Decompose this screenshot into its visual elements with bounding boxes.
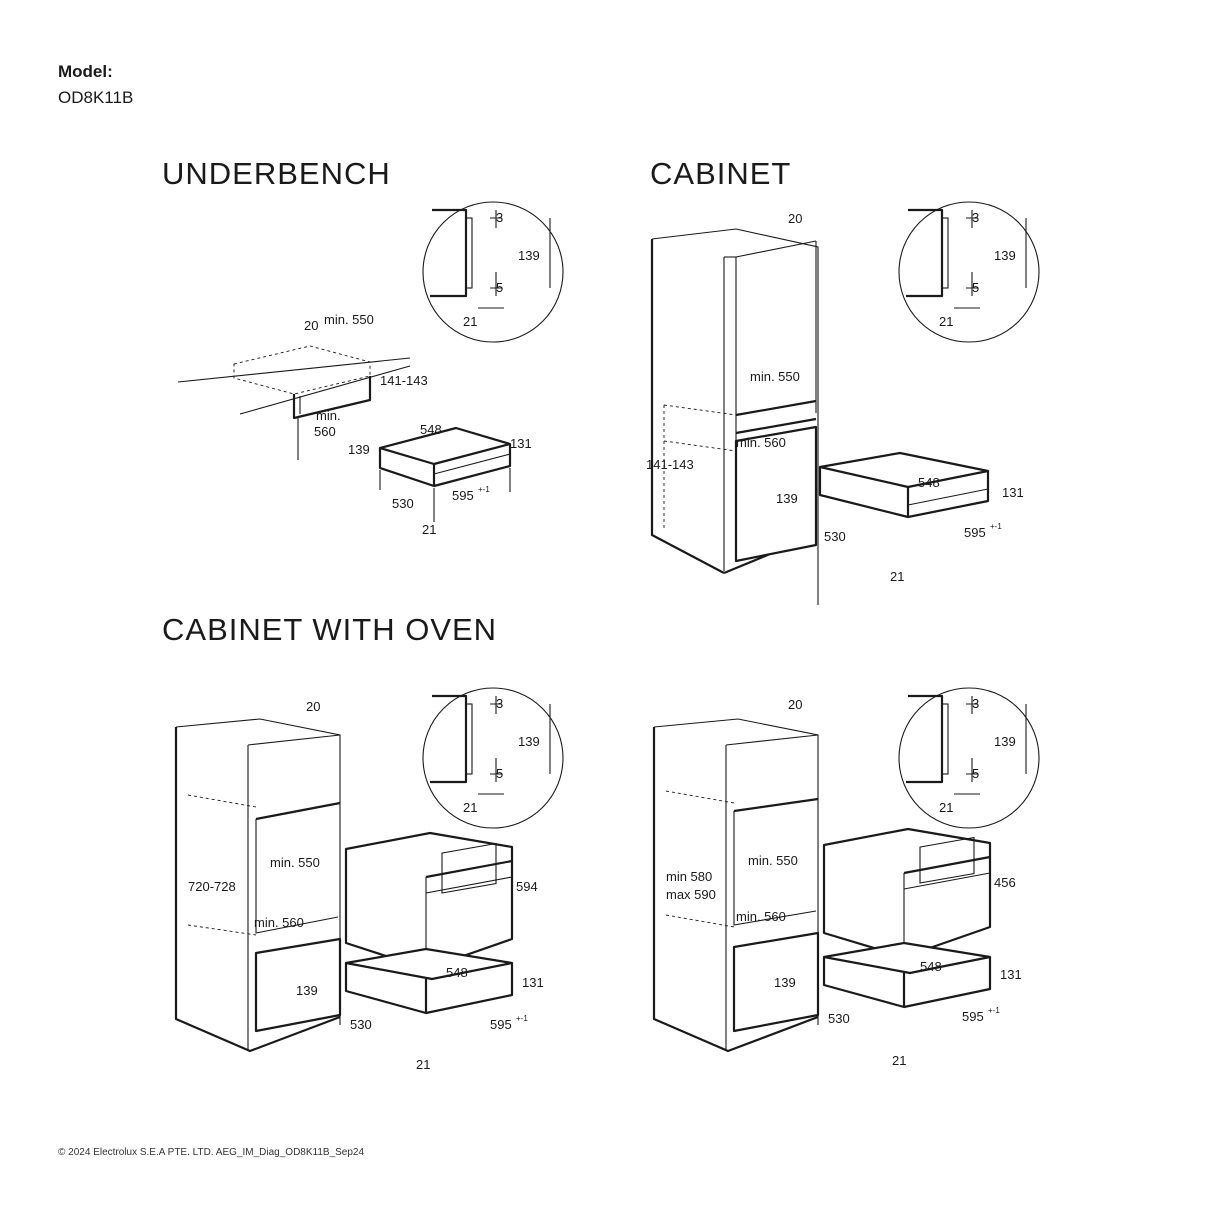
detail-dim-139: 139 — [518, 734, 540, 749]
detail-dim-21: 21 — [939, 800, 953, 815]
detail-dim-5: 5 — [496, 280, 503, 295]
dim-height-720-728: 720-728 — [188, 879, 236, 894]
detail-dim-139: 139 — [994, 248, 1016, 263]
dim-width-548: 548 — [920, 959, 942, 974]
dim-height-141-143: 141-143 — [380, 373, 428, 388]
dim-depth-20: 20 — [304, 318, 318, 333]
dim-width-548: 548 — [918, 475, 940, 490]
cabinet-with-oven-diagram-a: 20 720-728 min. 550 min. 560 594 548 131… — [174, 699, 544, 1072]
dim-height-141-143: 141-143 — [646, 457, 694, 472]
detail-dim-5: 5 — [972, 280, 979, 295]
dim-min-560: min. 560 — [254, 915, 304, 930]
dim-depth-21: 21 — [890, 569, 904, 584]
dim-depth-21: 21 — [422, 522, 436, 537]
dim-depth-530: 530 — [828, 1011, 850, 1026]
detail-dim-139: 139 — [994, 734, 1016, 749]
dim-width-595: 595 — [964, 525, 986, 540]
trim-detail-circle-1: 3 139 5 21 — [422, 201, 564, 343]
detail-dim-5: 5 — [496, 766, 503, 781]
dim-min-560: min. 560 — [736, 909, 786, 924]
dim-depth-530: 530 — [392, 496, 414, 511]
detail-dim-3: 3 — [972, 696, 979, 711]
detail-dim-3: 3 — [496, 210, 503, 225]
dim-height-131: 131 — [1002, 485, 1024, 500]
dim-tolerance: +-1 — [516, 1014, 528, 1023]
dim-depth-530: 530 — [824, 529, 846, 544]
detail-dim-3: 3 — [496, 696, 503, 711]
heading-cabinet-with-oven: CABINET WITH OVEN — [162, 612, 498, 647]
dim-height-139: 139 — [296, 983, 318, 998]
dim-depth-20: 20 — [788, 697, 802, 712]
dim-depth-20: 20 — [788, 211, 802, 226]
dim-height-131: 131 — [522, 975, 544, 990]
dim-min-550: min. 550 — [270, 855, 320, 870]
cabinet-with-oven-diagram-b: 20 min 580 max 590 min. 550 min. 560 456… — [652, 697, 1022, 1068]
dim-height-139: 139 — [776, 491, 798, 506]
dim-width-595: 595 — [452, 488, 474, 503]
dim-min-580: min 580 — [666, 869, 712, 884]
dim-width-548: 548 — [420, 422, 442, 437]
dim-height-456: 456 — [994, 875, 1016, 890]
dim-min-550: min. 550 — [324, 312, 374, 327]
dim-depth-530: 530 — [350, 1017, 372, 1032]
detail-dim-21: 21 — [463, 800, 477, 815]
heading-underbench: UNDERBENCH — [162, 156, 391, 191]
model-label: Model: — [58, 62, 113, 81]
dim-depth-21: 21 — [416, 1057, 430, 1072]
dim-height-594: 594 — [516, 879, 538, 894]
underbench-installation-diagram: 20 min. 550 141-143 min. 560 548 131 139… — [177, 312, 532, 537]
dim-depth-21: 21 — [892, 1053, 906, 1068]
dim-height-139: 139 — [774, 975, 796, 990]
dim-tolerance: +-1 — [990, 522, 1002, 531]
dim-max-590: max 590 — [666, 887, 716, 902]
detail-dim-3: 3 — [972, 210, 979, 225]
trim-detail-circle-4: 3 139 5 21 — [898, 687, 1040, 829]
copyright-footer: © 2024 Electrolux S.E.A PTE. LTD. AEG_IM… — [58, 1147, 365, 1158]
dim-width-595: 595 — [490, 1017, 512, 1032]
dim-min-label: min. — [316, 408, 341, 423]
dim-height-131: 131 — [510, 436, 532, 451]
dim-width-560: 560 — [314, 424, 336, 439]
dim-depth-20: 20 — [306, 699, 320, 714]
detail-dim-5: 5 — [972, 766, 979, 781]
detail-dim-139: 139 — [518, 248, 540, 263]
dim-min-550: min. 550 — [748, 853, 798, 868]
heading-cabinet: CABINET — [650, 156, 792, 191]
detail-dim-21: 21 — [939, 314, 953, 329]
trim-detail-circle-2: 3 139 5 21 — [898, 201, 1040, 343]
dim-min-550: min. 550 — [750, 369, 800, 384]
dim-tolerance: +-1 — [478, 485, 490, 494]
trim-detail-circle-3: 3 139 5 21 — [422, 687, 564, 829]
dim-width-548: 548 — [446, 965, 468, 980]
dim-tolerance: +-1 — [988, 1006, 1000, 1015]
dim-width-595: 595 — [962, 1009, 984, 1024]
cabinet-installation-diagram: 20 min. 550 min. 560 141-143 548 131 139… — [646, 211, 1024, 605]
dim-height-139: 139 — [348, 442, 370, 457]
model-number: OD8K11B — [58, 88, 134, 107]
dim-min-560: min. 560 — [736, 435, 786, 450]
dim-height-131: 131 — [1000, 967, 1022, 982]
detail-dim-21: 21 — [463, 314, 477, 329]
